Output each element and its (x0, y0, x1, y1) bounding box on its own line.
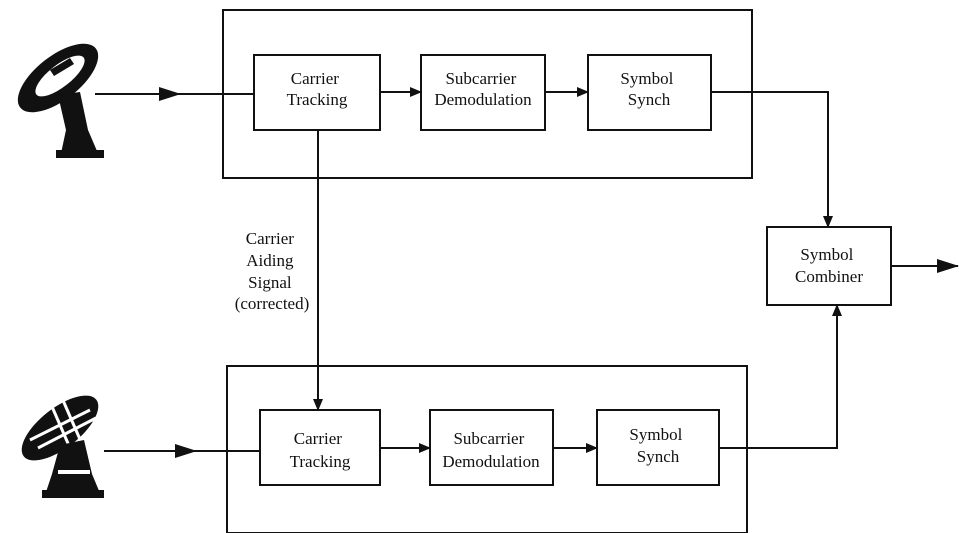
bottom-receiver-frame (226, 365, 748, 533)
satellite-dish-icon-bottom (21, 395, 104, 498)
top-ss-to-combiner-arrow (711, 91, 833, 228)
top-symbol-synch-label: Symbol Synch (620, 69, 677, 109)
satellite-dish-icon-top (17, 43, 104, 158)
bottom-carrier-tracking-label: Carrier Tracking (290, 429, 351, 471)
carrier-aiding-signal-label: Carrier Aiding Signal (corrected) (235, 229, 310, 313)
top-carrier-tracking-label: Carrier Tracking (287, 69, 348, 109)
bottom-subcarrier-demod-label: Subcarrier Demodulation (442, 429, 540, 471)
symbol-combiner-box (766, 226, 892, 306)
bottom-subcarrier-demod-box (429, 409, 554, 486)
symbol-combiner-label: Symbol Combiner (795, 245, 863, 286)
bottom-ss-to-combiner-arrow (719, 304, 842, 449)
top-subcarrier-demod-label: Subcarrier Demodulation (434, 69, 532, 109)
top-subcarrier-demod-box (420, 54, 546, 131)
bottom-symbol-synch-label: Symbol Synch (629, 425, 686, 466)
top-carrier-tracking-box (253, 54, 381, 131)
